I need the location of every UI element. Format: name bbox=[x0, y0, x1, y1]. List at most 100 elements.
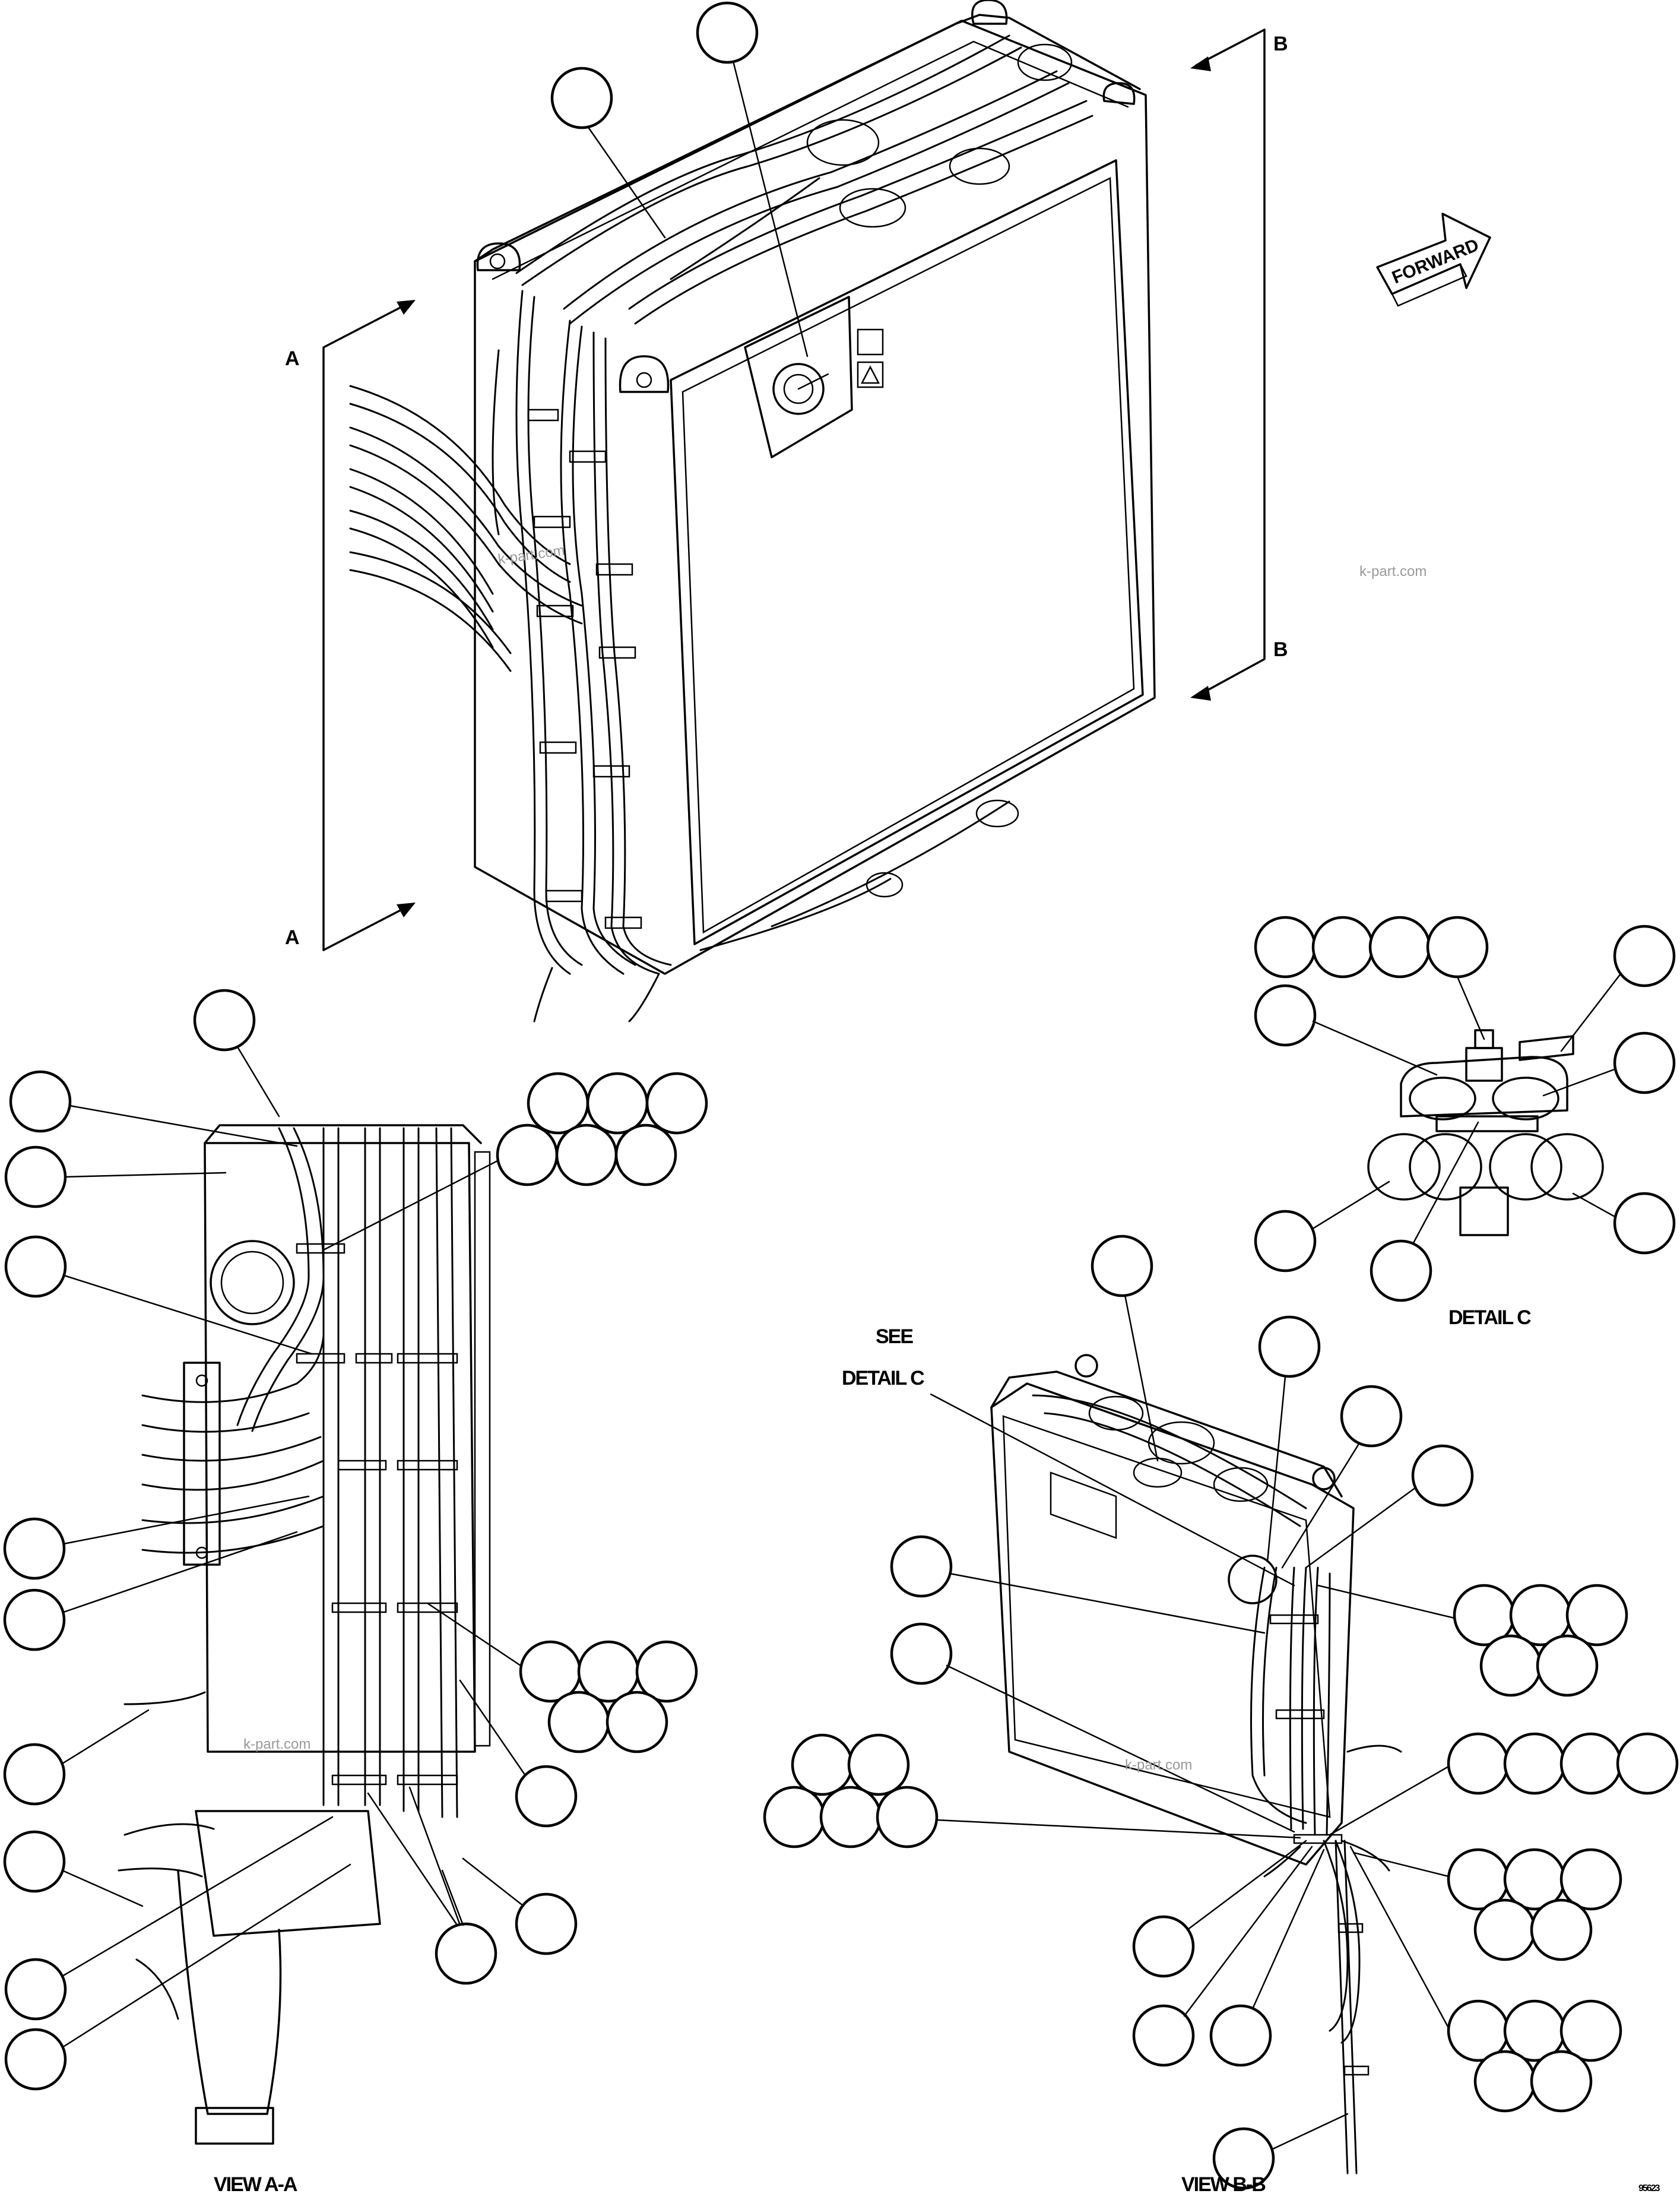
valve-block bbox=[195, 1810, 381, 1937]
gauge-icon bbox=[772, 363, 825, 415]
section-marker-a: A bbox=[285, 926, 300, 949]
callout-bubble bbox=[193, 989, 256, 1052]
callout-bubble bbox=[3, 1743, 66, 1806]
callout-bubble bbox=[515, 1892, 578, 1955]
lifting-eye bbox=[1312, 1467, 1336, 1490]
callout-bubble bbox=[3, 1517, 66, 1580]
hose-bundle-vertical bbox=[492, 290, 672, 975]
hose-stubs-left bbox=[349, 385, 583, 672]
view-b-b: SEE DETAIL C bbox=[763, 1234, 1679, 2190]
mounting-bracket bbox=[183, 1362, 221, 1566]
callout-bubble bbox=[435, 1922, 497, 1985]
callout-bubble bbox=[1426, 916, 1489, 979]
watermark: k-part.com bbox=[1359, 564, 1427, 580]
callout-bubble bbox=[586, 1072, 649, 1135]
callout-bubble bbox=[1530, 1898, 1593, 1961]
callout-bubble bbox=[847, 1733, 910, 1796]
section-marker-b: B bbox=[1273, 33, 1288, 55]
callout-bubble bbox=[1613, 925, 1676, 987]
callout-bubble bbox=[1254, 1210, 1317, 1272]
main-assembly-view: A A B B FORWARD bbox=[285, 0, 1491, 1023]
see-detail-label: SEE bbox=[876, 1325, 913, 1348]
callout-bubble bbox=[515, 1765, 578, 1828]
callout-bubble bbox=[696, 1, 759, 64]
hose-clamps bbox=[527, 409, 642, 929]
callout-bubble bbox=[1091, 1234, 1153, 1297]
figure-id: 95623 bbox=[1638, 2183, 1660, 2193]
callout-bubble bbox=[763, 1786, 826, 1848]
label-panel bbox=[744, 296, 853, 458]
view-a-a bbox=[3, 989, 708, 2145]
callout-bubble bbox=[1559, 1848, 1622, 1911]
callout-bubble bbox=[527, 1072, 589, 1135]
flange bbox=[210, 1240, 295, 1325]
callout-bubble bbox=[876, 1786, 939, 1848]
section-marker-b: B bbox=[1273, 638, 1288, 661]
view-bb-hoses bbox=[1250, 1566, 1402, 2174]
callout-bubble bbox=[3, 1830, 66, 1893]
callout-bubble bbox=[1311, 916, 1374, 979]
callout-bubble bbox=[1473, 2050, 1536, 2113]
callout-bubble bbox=[1616, 1732, 1679, 1795]
section-line-a bbox=[322, 305, 405, 951]
callout-bubble bbox=[614, 1123, 677, 1186]
callout-bubble bbox=[645, 1072, 708, 1135]
lifting-eye bbox=[619, 355, 670, 393]
callout-bubble bbox=[635, 1640, 698, 1703]
callout-bubble bbox=[550, 67, 613, 129]
lifting-eye bbox=[971, 0, 1008, 25]
callout-bubble bbox=[1530, 2050, 1593, 2113]
callout-bubble bbox=[819, 1786, 882, 1848]
callout-bubble bbox=[9, 1070, 72, 1133]
section-marker-a: A bbox=[285, 347, 300, 370]
lifting-eye bbox=[1102, 82, 1136, 105]
hose-bundle-top bbox=[515, 34, 1093, 325]
callout-bubble bbox=[1565, 1584, 1628, 1647]
callout-bubble bbox=[1473, 1898, 1536, 1961]
detail-c-caption: DETAIL C bbox=[1448, 1306, 1531, 1329]
callout-bubble bbox=[1209, 2004, 1272, 2067]
callout-bubble bbox=[1613, 1031, 1676, 1094]
callout-bubble bbox=[3, 1588, 66, 1651]
callout-bubble bbox=[890, 1535, 953, 1598]
callout-bubble bbox=[555, 1123, 618, 1186]
view-b-b-caption: VIEW B-B bbox=[1181, 2173, 1266, 2196]
callout-bubble bbox=[4, 1235, 67, 1298]
view-a-a-caption: VIEW A-A bbox=[214, 2173, 297, 2196]
lifting-eye bbox=[476, 242, 521, 271]
watermark: k-part.com bbox=[1125, 1757, 1192, 1773]
callout-bubble bbox=[4, 1145, 67, 1208]
callout-bubble bbox=[1368, 916, 1431, 979]
callout-bubble bbox=[1254, 916, 1317, 979]
callout-bubble bbox=[1132, 1915, 1195, 1978]
callout-bubble bbox=[890, 1622, 953, 1685]
clamp-bolt bbox=[1465, 1047, 1503, 1082]
callout-bubble bbox=[1503, 1732, 1566, 1795]
callout-bubble bbox=[1254, 984, 1317, 1047]
callout-bubble bbox=[1447, 1732, 1510, 1795]
callout-bubble bbox=[4, 2028, 67, 2091]
section-line-b bbox=[1198, 29, 1266, 696]
callout-bubble bbox=[791, 1733, 854, 1796]
callout-bubble bbox=[496, 1123, 559, 1186]
see-detail-label: DETAIL C bbox=[842, 1367, 924, 1389]
callout-bubble bbox=[1536, 1634, 1599, 1697]
callout-bubble bbox=[606, 1691, 668, 1753]
watermark: k-part.com bbox=[497, 542, 566, 568]
callout-bubble bbox=[1340, 1385, 1403, 1448]
callout-bubble bbox=[1212, 2127, 1275, 2190]
view-aa-hoses bbox=[123, 1127, 458, 1818]
callout-bubble bbox=[1559, 1999, 1622, 2062]
callout-bubble bbox=[1132, 2004, 1195, 2067]
callout-bubble bbox=[1559, 1732, 1622, 1795]
callout-bubble bbox=[1258, 1315, 1321, 1378]
callout-bubble bbox=[547, 1691, 610, 1753]
lifting-eye bbox=[1074, 1354, 1098, 1378]
callout-bubble bbox=[1370, 1239, 1432, 1302]
callout-bubble bbox=[4, 1958, 67, 2021]
callout-bubble bbox=[1479, 1634, 1542, 1697]
callout-bubble bbox=[1613, 1192, 1676, 1255]
forward-label: FORWARD bbox=[1389, 235, 1482, 287]
detail-c: DETAIL C bbox=[1254, 916, 1676, 1329]
